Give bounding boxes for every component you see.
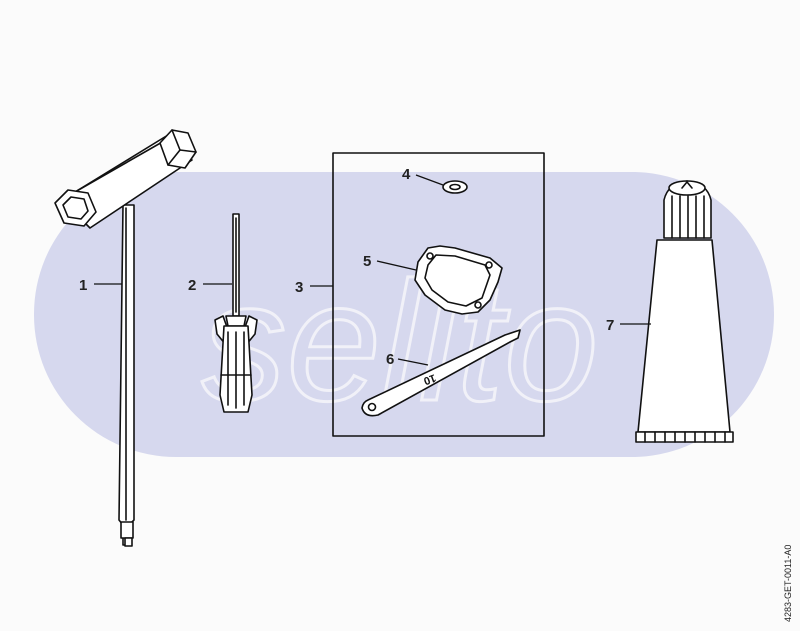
callout-3: 3 [295, 279, 303, 296]
kit-box [332, 152, 545, 437]
callout-7: 7 [606, 317, 614, 334]
watermark-band [34, 172, 774, 457]
callout-2: 2 [188, 277, 196, 294]
gauge-tool-part: 10 [361, 329, 521, 417]
document-reference: 4283-GET-0011-A0 [783, 544, 793, 622]
leader-6 [397, 358, 429, 366]
callout-5: 5 [363, 253, 371, 270]
gasket-part [414, 245, 503, 315]
callout-6: 6 [386, 351, 394, 368]
callout-4: 4 [402, 166, 411, 183]
screwdriver-part [214, 213, 258, 413]
callout-1: 1 [79, 277, 87, 294]
watermark-text: sellto [202, 247, 599, 437]
leader-4 [415, 174, 444, 186]
combination-wrench-part [54, 129, 197, 547]
washer-part [442, 180, 468, 194]
gauge-marking: 10 [422, 371, 438, 386]
grease-tube-part [635, 180, 734, 443]
leader-5 [376, 260, 417, 271]
